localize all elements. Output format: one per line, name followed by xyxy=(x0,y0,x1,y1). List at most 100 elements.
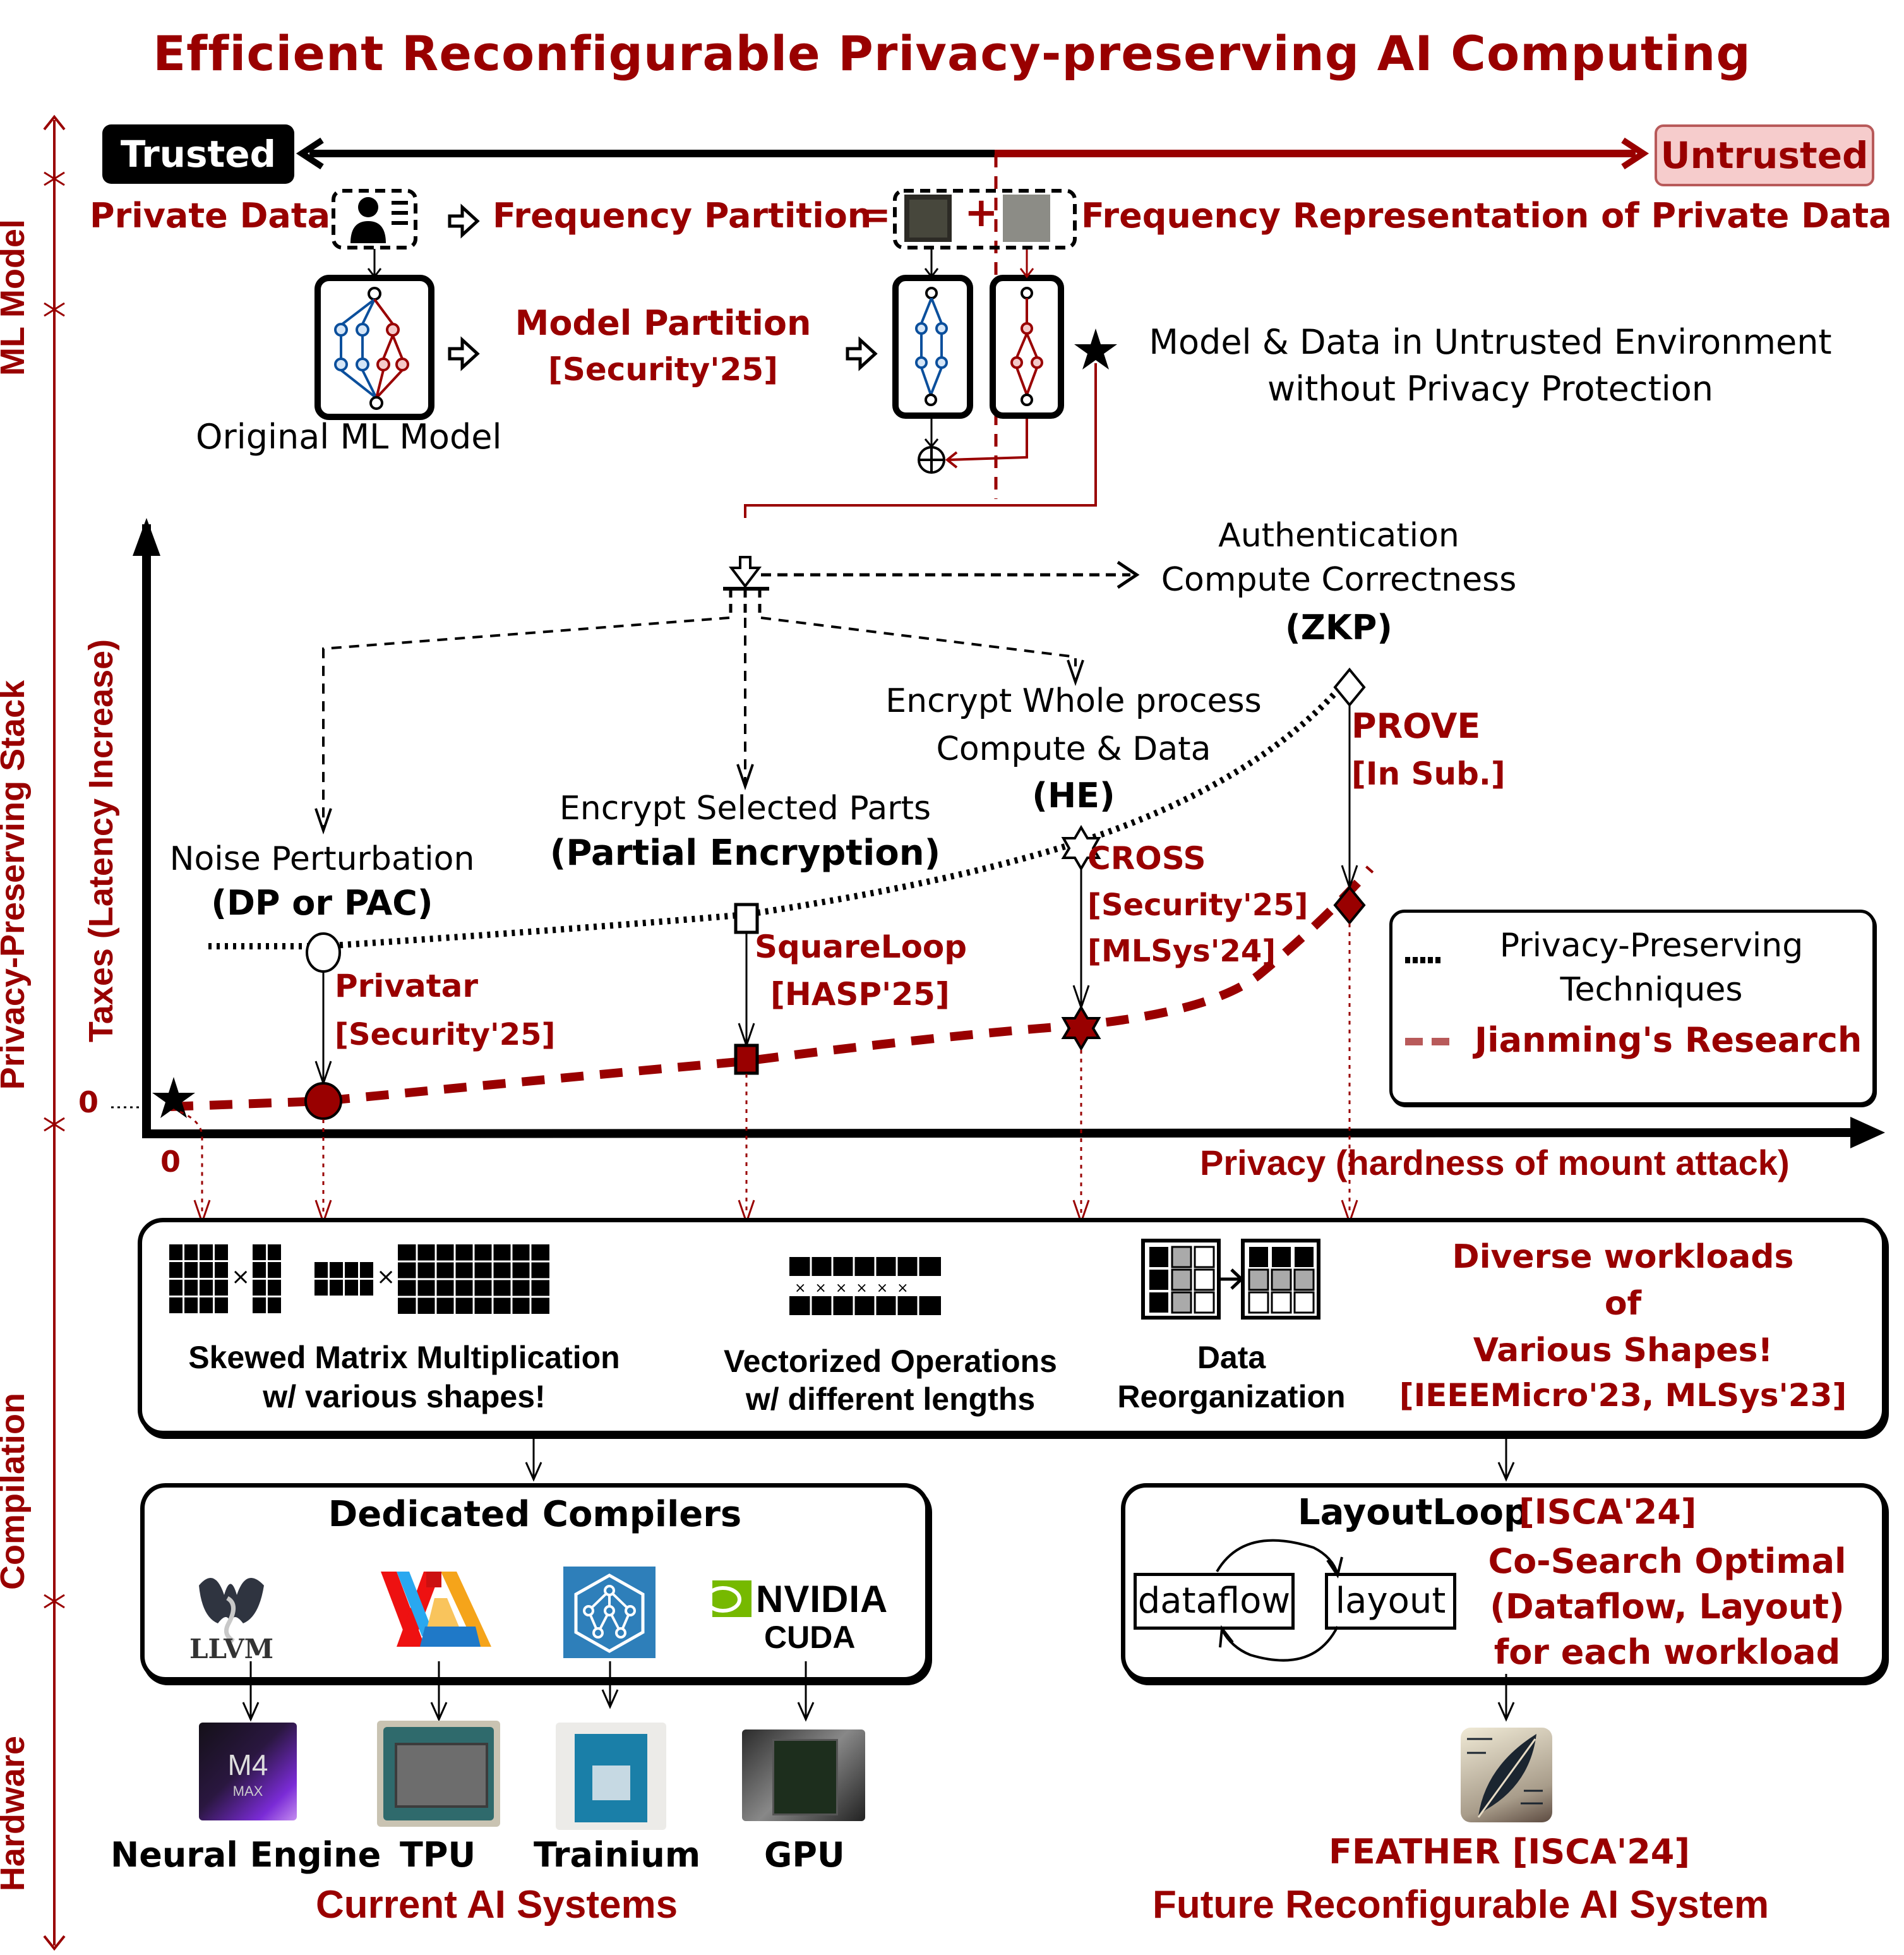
multiply-icon: × xyxy=(376,1264,395,1290)
side-label-compilation: Compilation xyxy=(0,1393,32,1590)
private-data-label: Private Data xyxy=(90,196,331,236)
cross-ref-mlsys: [MLSys'24] xyxy=(1087,934,1276,969)
workload-icons: × × ×××××× xyxy=(169,1239,1320,1320)
matrix-d-icon xyxy=(398,1244,549,1314)
dedicated-compilers-title: Dedicated Compilers xyxy=(328,1494,742,1535)
high-frequency-image xyxy=(1003,195,1050,242)
technique-dispatch-icon xyxy=(723,556,769,618)
untrusted-badge: Untrusted xyxy=(1655,124,1874,186)
y-axis-label: Taxes (Latency Increase) xyxy=(82,639,120,1043)
technique-he-subname: Compute & Data xyxy=(936,730,1211,768)
cosearch-line2: (Dataflow, Layout) xyxy=(1490,1587,1845,1627)
cosearch-line3: for each workload xyxy=(1494,1632,1841,1672)
legend-dashed-label: Jianming's Research xyxy=(1475,1020,1862,1060)
technique-he-name: Encrypt Whole process xyxy=(885,682,1262,720)
cross-ref-security: [Security'25] xyxy=(1087,887,1308,923)
nvidia-cuda-logo-icon: NVIDIA CUDA xyxy=(704,1577,906,1655)
hollow-arrow-icon xyxy=(448,203,480,239)
apple-m4-max-chip: M4 MAX xyxy=(199,1723,297,1820)
chart-legend: Privacy-Preserving Techniques Jianming's… xyxy=(1389,910,1876,1105)
llvm-logo-icon: LLVM xyxy=(189,1567,274,1664)
technique-zkp-subname: Compute Correctness xyxy=(1161,561,1517,599)
page-title: Efficient Reconfigurable Privacy-preserv… xyxy=(153,25,1751,81)
hardware-tpu-label: TPU xyxy=(400,1835,476,1875)
neuron-sdk-logo-icon xyxy=(563,1567,656,1658)
layoutloop-ref: [ISCA'24] xyxy=(1519,1492,1697,1532)
baseline-star-marker xyxy=(152,1077,195,1118)
untrusted-to-stack-connector xyxy=(744,363,1097,518)
x-zero-tick: 0 xyxy=(160,1145,181,1179)
m4-chip-label: M4 xyxy=(227,1748,268,1781)
add-combine-icon xyxy=(918,446,945,474)
dedicated-compilers-box xyxy=(140,1483,930,1681)
current-ai-systems-caption: Current AI Systems xyxy=(316,1883,678,1927)
plus-sign: + xyxy=(964,189,998,236)
tpu-chip xyxy=(377,1721,500,1827)
technique-zkp-acronym: (ZKP) xyxy=(1285,608,1392,647)
workload-matmul-line1: Skewed Matrix Multiplication xyxy=(188,1340,620,1375)
prove-label: PROVE xyxy=(1351,706,1481,746)
cuda-label: CUDA xyxy=(764,1620,856,1655)
workload-vector-line1: Vectorized Operations xyxy=(724,1344,1057,1379)
side-stack-axis xyxy=(43,114,66,1951)
hardware-neural-engine-label: Neural Engine xyxy=(111,1835,381,1875)
vector-operation-icon: ×××××× xyxy=(789,1257,941,1315)
layoutloop-title: LayoutLoop xyxy=(1298,1492,1530,1533)
matrix-a-icon xyxy=(169,1244,228,1313)
feather-label: FEATHER [ISCA'24] xyxy=(1328,1832,1691,1872)
data-reorganization-icon xyxy=(1141,1239,1320,1320)
trusted-arrowhead xyxy=(296,137,324,170)
user-data-icon xyxy=(350,197,408,243)
m4-chip-sublabel: MAX xyxy=(232,1783,263,1799)
privatar-label: Privatar xyxy=(335,968,479,1004)
technique-partial-name: Encrypt Selected Parts xyxy=(559,790,931,827)
diverse-line1: Diverse workloads xyxy=(1452,1238,1794,1276)
cross-marker xyxy=(1061,1005,1101,1051)
legend-dotted-label-line2: Techniques xyxy=(1560,971,1743,1009)
cross-label: CROSS xyxy=(1087,840,1206,877)
untrusted-partition-graph-icon xyxy=(1010,287,1043,406)
hardware-trainium-label: Trainium xyxy=(534,1835,701,1875)
model-partition-label: Model Partition xyxy=(515,303,811,343)
squareloop-marker xyxy=(734,1044,759,1075)
original-model-graph-icon xyxy=(334,287,409,410)
trusted-partition-graph-icon xyxy=(915,287,948,406)
technique-dp-acronym: (DP or PAC) xyxy=(211,883,433,923)
prove-ref: [In Sub.] xyxy=(1351,755,1506,792)
partial-encryption-marker xyxy=(734,903,759,934)
equals-sign: = xyxy=(860,193,891,236)
trusted-partition-box xyxy=(892,275,973,419)
technique-he-acronym: (HE) xyxy=(1032,776,1115,815)
future-ai-system-caption: Future Reconfigurable AI System xyxy=(1153,1883,1769,1927)
x-axis-label: Privacy (hardness of mount attack) xyxy=(1200,1143,1790,1182)
privacy-tradeoff-chart xyxy=(111,518,1885,1225)
trusted-badge: Trusted xyxy=(102,124,294,184)
frequency-partition-label: Frequency Partition xyxy=(493,196,872,236)
technique-dp-name: Noise Perturbation xyxy=(169,840,475,878)
matrix-c-icon xyxy=(314,1262,373,1296)
layout-box: layout xyxy=(1325,1573,1456,1630)
prove-marker xyxy=(1333,885,1366,925)
gpu-chip xyxy=(742,1729,865,1821)
hardware-gpu-label: GPU xyxy=(764,1835,845,1875)
hollow-arrow-icon xyxy=(846,336,878,371)
x-axis xyxy=(141,1128,1857,1138)
legend-dotted-label-line1: Privacy-Preserving xyxy=(1499,927,1804,965)
workload-matmul-line2: w/ various shapes! xyxy=(263,1379,546,1414)
y-axis-arrowhead xyxy=(133,518,160,556)
workload-reorg-line2: Reorganization xyxy=(1117,1379,1346,1414)
side-label-hardware: Hardware xyxy=(0,1735,32,1892)
research-curve xyxy=(170,865,1374,1111)
cosearch-line1: Co-Search Optimal xyxy=(1488,1541,1847,1581)
workload-vector-line2: w/ different lengths xyxy=(745,1381,1036,1417)
xla-logo-icon xyxy=(381,1572,491,1647)
legend-dashed-swatch xyxy=(1405,1038,1423,1045)
llvm-label: LLVM xyxy=(189,1633,274,1664)
feather-chip-icon xyxy=(1461,1728,1552,1822)
frequency-representation-label: Frequency Representation of Private Data xyxy=(1081,196,1892,236)
untrusted-arrowhead xyxy=(1621,137,1650,170)
x-axis-arrowhead xyxy=(1850,1117,1885,1148)
model-partition-ref: [Security'25] xyxy=(548,351,779,388)
squareloop-label: SquareLoop xyxy=(755,929,967,965)
dp-technique-marker xyxy=(306,932,341,973)
